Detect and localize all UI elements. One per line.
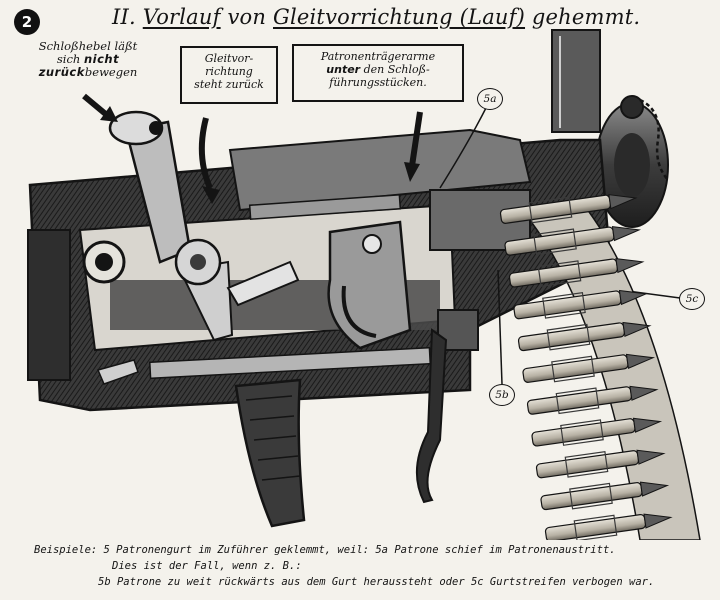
arrow-gleitvorrichtung-head: [202, 186, 220, 204]
safety-lever: [96, 359, 139, 385]
belt-cartridge: [526, 385, 659, 415]
figure-title: II. Vorlauf von Gleitvorrichtung (Lauf) …: [112, 5, 672, 29]
label-schlosshebel-nicht: nicht: [83, 52, 120, 66]
label-patronentraeger-line1: Patronenträgerarme: [320, 50, 436, 63]
title-von: von: [220, 5, 273, 29]
trigger-lever: [415, 328, 448, 504]
cartridge-bullet: [615, 257, 645, 274]
belt-cartridge: [540, 481, 670, 511]
label-gleitvorrichtung-line2: richtung: [205, 65, 253, 78]
belt-cartridge: [508, 257, 645, 288]
arrow-gleitvorrichtung: [198, 117, 213, 190]
label-patronentraeger-line3: führungsstücken.: [329, 76, 427, 89]
cartridge-belt: [499, 194, 701, 540]
label-gleitvorrichtung-line3: steht zurück: [194, 78, 264, 91]
receiver-top-cover: [228, 128, 532, 212]
label-gleitvorrichtung-line1: Gleitvor-: [204, 52, 254, 65]
label-schlosshebel-line2: sich nicht: [18, 53, 158, 66]
caption-line-1: Beispiele: 5 Patronengurt im Zuführer ge…: [34, 544, 616, 556]
label-schlosshebel-line3: zurückbewegen: [18, 66, 158, 79]
slide-rail-lower: [148, 346, 432, 380]
callout-5c: 5c: [679, 288, 705, 310]
label-patronentraeger-schloss: den Schloß-: [360, 63, 430, 76]
slide-rail-upper: [248, 193, 402, 221]
belt-link: [546, 323, 591, 351]
title-gleitvorrichtung: Gleitvorrichtung (Lauf): [273, 5, 526, 29]
chain: [639, 98, 669, 181]
belt-link: [528, 196, 573, 224]
leader-5b: [497, 269, 503, 385]
belt-link: [542, 292, 586, 319]
label-schlosshebel: Schloßhebel läßt sich nicht zurückbewege…: [18, 40, 158, 79]
belt-link: [573, 514, 618, 540]
caption-line-3: 5b Patrone zu weit rückwärts aus dem Gur…: [98, 576, 655, 588]
belt-cartridge: [517, 321, 652, 352]
callout-5a: 5a: [477, 88, 503, 110]
belt-link: [537, 260, 582, 287]
rear-end-plate: [27, 229, 71, 381]
crank-pin: [190, 254, 206, 270]
pistol-grip: [234, 378, 306, 528]
belt-link: [551, 355, 595, 383]
cartridge-bullet: [608, 194, 638, 210]
carrier-hook: [341, 285, 377, 338]
recoil-spring-hub: [95, 253, 113, 271]
belt-cartridge: [504, 226, 642, 256]
label-schlosshebel-zurueck: zurück: [38, 65, 85, 79]
chain-ring: [620, 95, 644, 119]
belt-cartridge: [513, 289, 649, 320]
callout-5b: 5b: [489, 384, 515, 406]
label-schlosshebel-sich: sich: [56, 52, 84, 66]
label-schlosshebel-line1: Schloßhebel läßt: [38, 39, 138, 53]
belt-link: [555, 387, 600, 415]
arrow-schlosshebel: [82, 93, 110, 119]
grip-checkering: [245, 395, 301, 481]
title-vorlauf: Vorlauf: [142, 5, 221, 29]
connecting-rod: [226, 260, 300, 307]
machine-gun-illustration: [27, 29, 701, 540]
carrier-pivot: [362, 234, 382, 254]
label-patronentraeger-line2: unter den Schloß-: [294, 63, 462, 76]
title-prefix: II.: [112, 5, 143, 29]
arrow-patronentraeger: [409, 111, 423, 167]
cartridge-bullet: [611, 226, 642, 242]
label-patronentraeger-box: Patronenträgerarme unter den Schloß- füh…: [292, 44, 464, 102]
cartridge-bullet: [639, 481, 670, 497]
leader-5a: [439, 103, 489, 189]
belt-cartridge: [535, 449, 666, 479]
arrow-patronentraeger-head: [404, 162, 420, 182]
label-schlosshebel-bewegen: bewegen: [84, 65, 138, 79]
cartridge-bullet: [636, 449, 666, 465]
belt-cartridge: [499, 194, 638, 224]
cartridge-bullet: [632, 417, 663, 433]
cartridge-bullet: [625, 353, 656, 369]
feed-drum-inner: [614, 133, 650, 197]
cartridge-bullet: [643, 513, 673, 529]
cartridge-bullet: [618, 289, 649, 306]
figure-number-badge: 2: [14, 9, 40, 35]
title-suffix: gehemmt.: [525, 5, 641, 29]
belt-cartridge: [531, 417, 663, 447]
label-gleitvorrichtung-box: Gleitvor- richtung steht zurück: [180, 46, 278, 104]
cartridge-bullet: [622, 321, 652, 338]
cartridge-bullet: [629, 385, 659, 401]
belt-cartridge: [544, 513, 673, 540]
belt-link: [564, 451, 609, 478]
belt-link: [533, 228, 577, 256]
lock-lever-knob-end: [149, 121, 163, 135]
label-patronentraeger-unter: unter: [326, 63, 361, 76]
belt-link: [560, 419, 604, 446]
arrow-schlosshebel-head: [100, 106, 118, 122]
caption-line-2: Dies ist der Fall, wenn z. B.:: [112, 560, 302, 572]
belt-cartridge: [522, 353, 656, 383]
belt-link: [569, 482, 613, 510]
